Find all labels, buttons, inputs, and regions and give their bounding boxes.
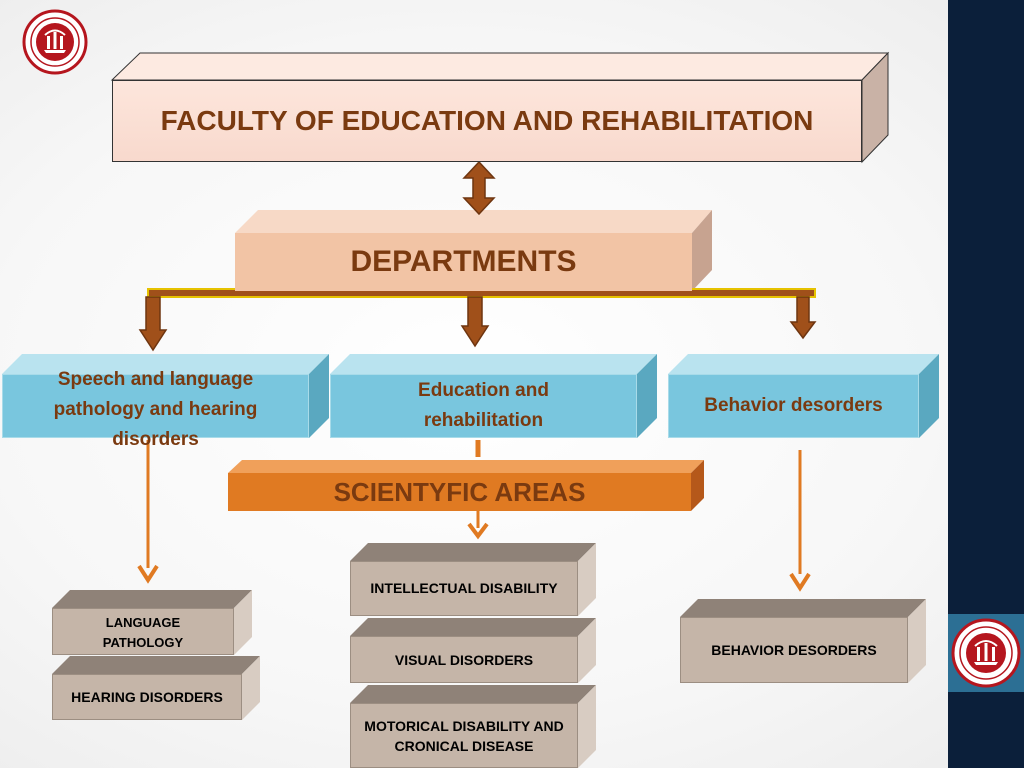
area-label: MOTORICAL DISABILITY AND CRONICAL DISEAS… [364, 717, 564, 754]
area-label: INTELLECTUAL DISABILITY [370, 580, 558, 596]
department-label: Behavior desorders [704, 395, 883, 416]
area-speech-language: SPEECH AND LANGUAGE PATHOLOGY [52, 608, 234, 655]
area-label: HEARING DISORDERS [71, 689, 223, 705]
area-hearing: HEARING DISORDERS [52, 674, 242, 720]
scientific-areas-label: SCIENTYFIC AREAS [333, 476, 586, 507]
departments-box: DEPARTMENTS [235, 233, 692, 291]
department-behavior: Behavior desorders [668, 374, 919, 438]
university-seal-logo [22, 9, 88, 75]
area-label: BEHAVIOR DESORDERS [711, 642, 877, 658]
area-label: SPEECH AND LANGUAGE PATHOLOGY [101, 609, 186, 650]
area-motorical: MOTORICAL DISABILITY AND CRONICAL DISEAS… [350, 703, 578, 768]
department-label: Speech and language pathology and hearin… [53, 369, 258, 450]
area-behavior: BEHAVIOR DESORDERS [680, 617, 908, 683]
area-intellectual: INTELLECTUAL DISABILITY [350, 561, 578, 616]
area-label: VISUAL DISORDERS [394, 651, 534, 668]
faculty-title: FACULTY OF EDUCATION AND REHABILITATION [160, 105, 814, 136]
department-education-rehab: Education and rehabilitation [330, 374, 637, 438]
scientific-areas-box: SCIENTYFIC AREAS [228, 473, 691, 511]
department-speech-language: Speech and language pathology and hearin… [2, 369, 309, 450]
university-seal-logo [951, 618, 1021, 688]
faculty-box: FACULTY OF EDUCATION AND REHABILITATION [112, 80, 862, 162]
department-label: Education and rehabilitation [418, 380, 549, 431]
area-visual: VISUAL DISORDERS [350, 636, 578, 683]
departments-label: DEPARTMENTS [350, 245, 577, 278]
